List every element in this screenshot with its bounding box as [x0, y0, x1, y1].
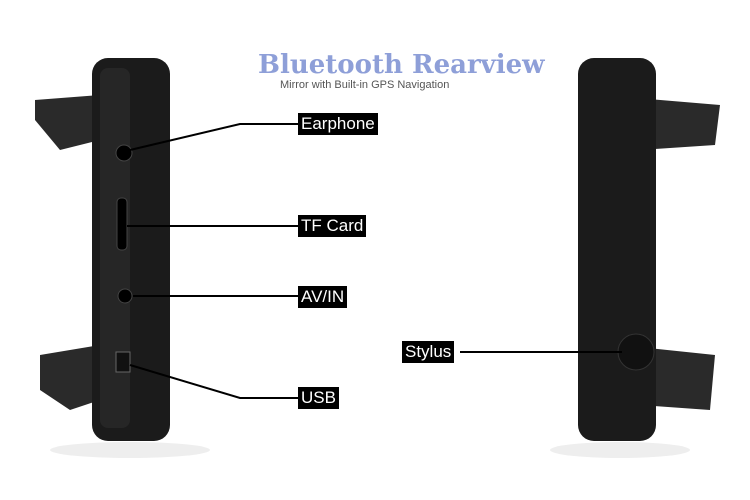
right-device: [550, 58, 720, 458]
label-av-in: AV/IN: [298, 286, 348, 308]
label-tf-card: TF Card: [298, 215, 367, 237]
title: Bluetooth Rearview: [258, 50, 545, 80]
label-stylus: Stylus: [402, 341, 455, 363]
left-device: [35, 58, 210, 458]
label-usb: USB: [298, 387, 339, 409]
subtitle: Mirror with Built-in GPS Navigation: [280, 79, 450, 91]
label-earphone: Earphone: [298, 113, 378, 135]
callout-lines: [127, 123, 622, 399]
